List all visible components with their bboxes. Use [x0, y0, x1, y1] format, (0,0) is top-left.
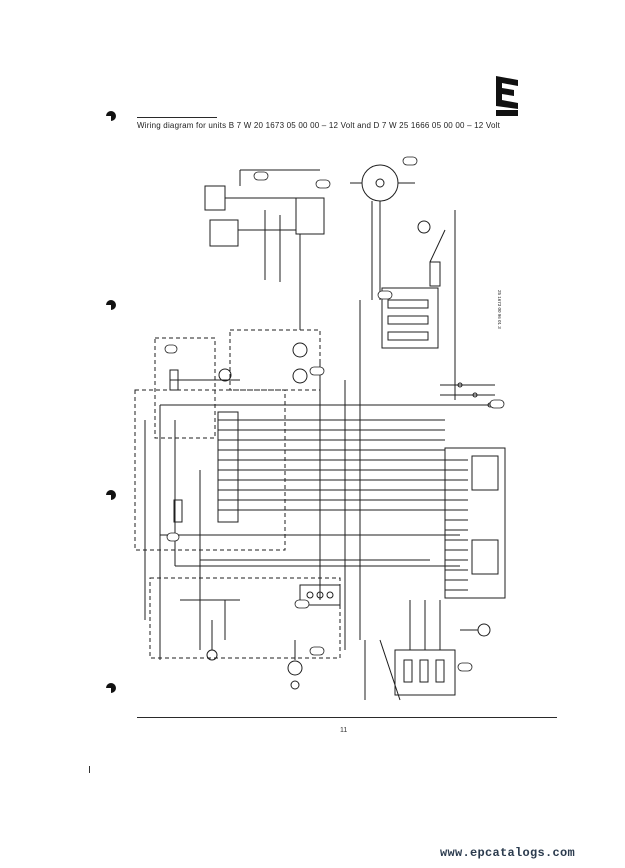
- connector-block: [209, 219, 239, 247]
- relay-box: [381, 287, 439, 349]
- punch-mark-icon: [106, 111, 116, 121]
- connector-block: [204, 185, 226, 211]
- eberspacher-logo-icon: [496, 76, 518, 116]
- control-unit-outline: [229, 329, 321, 391]
- control-unit-outline: [149, 577, 341, 659]
- page-number: 11: [340, 727, 348, 734]
- fuse-block: [299, 584, 341, 606]
- punch-mark-icon: [106, 300, 116, 310]
- legend-column: 25 1673 00 96 01 3: [497, 290, 502, 329]
- punch-mark-icon: [106, 490, 116, 500]
- diagram-title: Wiring diagram for units B 7 W 20 1673 0…: [137, 121, 501, 130]
- margin-tick: [89, 766, 90, 773]
- watermark: www.epcatalogs.com: [440, 846, 576, 860]
- punch-mark-icon: [106, 683, 116, 693]
- control-unit-outline: [154, 337, 216, 439]
- drawing-number: 25 1673 00 96 01 3: [497, 290, 502, 329]
- main-connector: [444, 447, 506, 599]
- glow-plug-symbol: [287, 660, 303, 676]
- title-rule: [137, 117, 217, 118]
- motor-symbol: [361, 164, 399, 202]
- page-bottom-rule: [137, 717, 557, 718]
- control-unit-outline: [134, 389, 286, 551]
- terminal-strip: [217, 411, 239, 523]
- connector-block: [295, 197, 325, 235]
